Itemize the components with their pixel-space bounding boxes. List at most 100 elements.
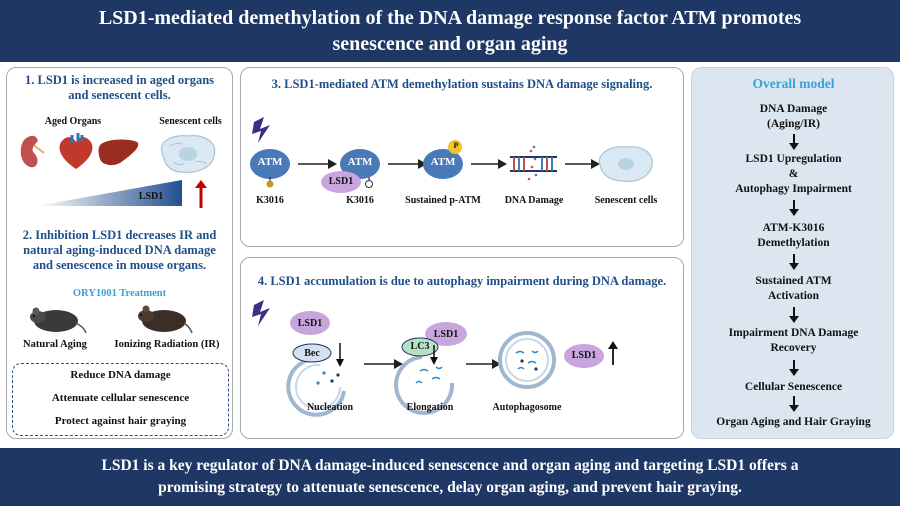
lsd1-wedge-label: LSD1 <box>138 191 164 202</box>
elongation-membrane <box>394 355 455 415</box>
atm-label-3: ATM <box>430 156 456 168</box>
model-step-dna-damage: DNA Damage (Aging/IR) <box>692 102 895 132</box>
lightning-icon-2 <box>252 300 270 326</box>
organ-icons <box>20 133 139 169</box>
conclusion-line-2: promising strategy to attenuate senescen… <box>158 479 742 496</box>
model-step-3-line1: ATM-K3016 <box>762 222 825 234</box>
model-step-4-line2: Activation <box>767 290 820 302</box>
model-arrow-3 <box>789 254 799 270</box>
model-step-5-line1: Impairment DNA Damage <box>728 327 859 339</box>
title-banner: LSD1-mediated demethylation of the DNA d… <box>0 0 900 62</box>
panel2-title-line1: 2. Inhibition LSD1 decreases IR and <box>22 228 217 242</box>
natural-aging-label: Natural Aging <box>23 339 87 350</box>
elongation-label: Elongation <box>406 402 454 413</box>
title-line-1: LSD1-mediated demethylation of the DNA d… <box>98 7 802 29</box>
panel4-diagram <box>252 300 618 417</box>
dna-damage-label: DNA Damage <box>504 195 564 206</box>
model-arrow-4 <box>789 307 799 323</box>
panel3-diagram <box>250 117 653 193</box>
model-step-1-line2: (Aging/IR) <box>766 118 821 130</box>
model-title: Overall model <box>752 76 835 91</box>
lightning-icon <box>252 117 270 143</box>
lsd1-label-p3: LSD1 <box>328 176 354 187</box>
model-step-sustained-atm: Sustained ATM Activation <box>692 274 895 304</box>
model-step-lsd1-upregulation: LSD1 Upregulation & Autophagy Impairment <box>692 152 895 197</box>
heart-icon <box>59 133 93 169</box>
model-step-3-line2: Demethylation <box>757 237 830 249</box>
panel1-title: 1. LSD1 is increased in aged organs and … <box>6 73 233 103</box>
senescent-cell-icon-2 <box>598 146 653 182</box>
nucleation-label: Nucleation <box>306 402 354 413</box>
model-step-cellular-senescence: Cellular Senescence <box>692 380 895 395</box>
panel1-title-line2: and senescent cells. <box>68 88 171 102</box>
lsd1-label-p4-2: LSD1 <box>433 329 459 340</box>
lsd1-label-p4-3: LSD1 <box>571 350 597 361</box>
methyl-group-icon <box>266 180 274 188</box>
treatment-label: ORY1001 Treatment <box>72 288 167 299</box>
model-step-4-line1: Sustained ATM <box>755 275 832 287</box>
lsd1-bubble-accumulation <box>564 344 604 368</box>
conclusion-line-1: LSD1 is a key regulator of DNA damage-in… <box>101 457 799 474</box>
phagophore-membrane <box>286 356 346 417</box>
p-atm-protein <box>423 149 463 179</box>
lsd1-bubble <box>321 171 361 193</box>
lsd1-label-p4-1: LSD1 <box>297 318 323 329</box>
panel4-title: 4. LSD1 accumulation is due to autophagy… <box>257 274 667 288</box>
ionizing-radiation-label: Ionizing Radiation (IR) <box>114 339 220 350</box>
aged-organs-label: Aged Organs <box>44 116 102 127</box>
mouse-ir-icon <box>138 305 193 334</box>
atm-protein-1 <box>250 149 290 179</box>
atm-label-2: ATM <box>347 156 373 168</box>
model-step-5-line2: Recovery <box>770 342 817 354</box>
panel2-title: 2. Inhibition LSD1 decreases IR and natu… <box>6 228 233 273</box>
bec-label: Bec <box>304 348 320 359</box>
title-line-2: senescence and organ aging <box>332 33 568 55</box>
overall-model-panel: Overall model DNA Damage (Aging/IR) LSD1… <box>691 67 894 439</box>
model-step-impairment-recovery: Impairment DNA Damage Recovery <box>692 326 895 356</box>
effect-protect-hair-graying: Protect against hair graying <box>54 415 187 427</box>
model-step-2-line1: LSD1 Upregulation <box>745 153 842 165</box>
lc3-label: LC3 <box>410 341 430 352</box>
model-arrow-1 <box>789 134 799 150</box>
model-arrow-2 <box>789 200 799 216</box>
panel2-title-line2: natural aging-induced DNA damage <box>23 243 216 257</box>
effect-reduce-dna-damage: Reduce DNA damage <box>70 369 171 381</box>
mouse-natural-aging-icon <box>30 307 87 334</box>
liver-icon <box>98 139 139 166</box>
k3016-label-1: K3016 <box>256 195 284 206</box>
model-step-1-line1: DNA Damage <box>759 103 828 115</box>
lsd1-bubble-nucleation <box>290 311 330 335</box>
lsd1-bubble-elongation <box>425 322 467 346</box>
sustained-patm-label: Sustained p-ATM <box>405 195 481 206</box>
bec-bubble <box>292 343 332 363</box>
model-step-2-line3: Autophagy Impairment <box>735 183 852 195</box>
model-step-organ-aging: Organ Aging and Hair Graying <box>692 415 895 430</box>
panel1-title-line1: 1. LSD1 is increased in aged organs <box>24 73 215 87</box>
phospho-icon <box>448 140 462 154</box>
panel2-title-line3: and senescence in mouse organs. <box>32 258 207 272</box>
red-up-arrow-icon <box>195 180 207 208</box>
model-arrow-5 <box>789 360 799 376</box>
autophagosome-icon <box>498 331 556 389</box>
panel-left <box>6 67 233 439</box>
effect-attenuate-senescence: Attenuate cellular senescence <box>51 392 190 404</box>
up-arrow-icon <box>608 341 618 349</box>
lc3-bubble <box>401 337 439 357</box>
senescent-cells-label: Senescent cells <box>159 116 222 127</box>
atm-protein-2 <box>340 149 380 179</box>
k3016-label-2: K3016 <box>346 195 374 206</box>
senescent-cell-icon <box>160 135 216 173</box>
effects-box <box>12 363 229 436</box>
model-step-atm-demethylation: ATM-K3016 Demethylation <box>692 221 895 251</box>
senescent-cells-label-p3: Senescent cells <box>594 195 658 206</box>
atm-label-1: ATM <box>257 156 283 168</box>
dna-damage-icon <box>510 145 557 181</box>
kidney-icon <box>20 135 45 168</box>
conclusion-footer: LSD1 is a key regulator of DNA damage-in… <box>0 448 900 506</box>
lsd1-increase-wedge <box>36 180 182 206</box>
panel3-title: 3. LSD1-mediated ATM demethylation susta… <box>271 77 653 91</box>
autophagosome-label: Autophagosome <box>492 402 562 413</box>
model-step-6-line1: Cellular Senescence <box>744 381 843 393</box>
model-arrow-6 <box>789 396 799 412</box>
model-step-2-line2: & <box>788 168 799 180</box>
